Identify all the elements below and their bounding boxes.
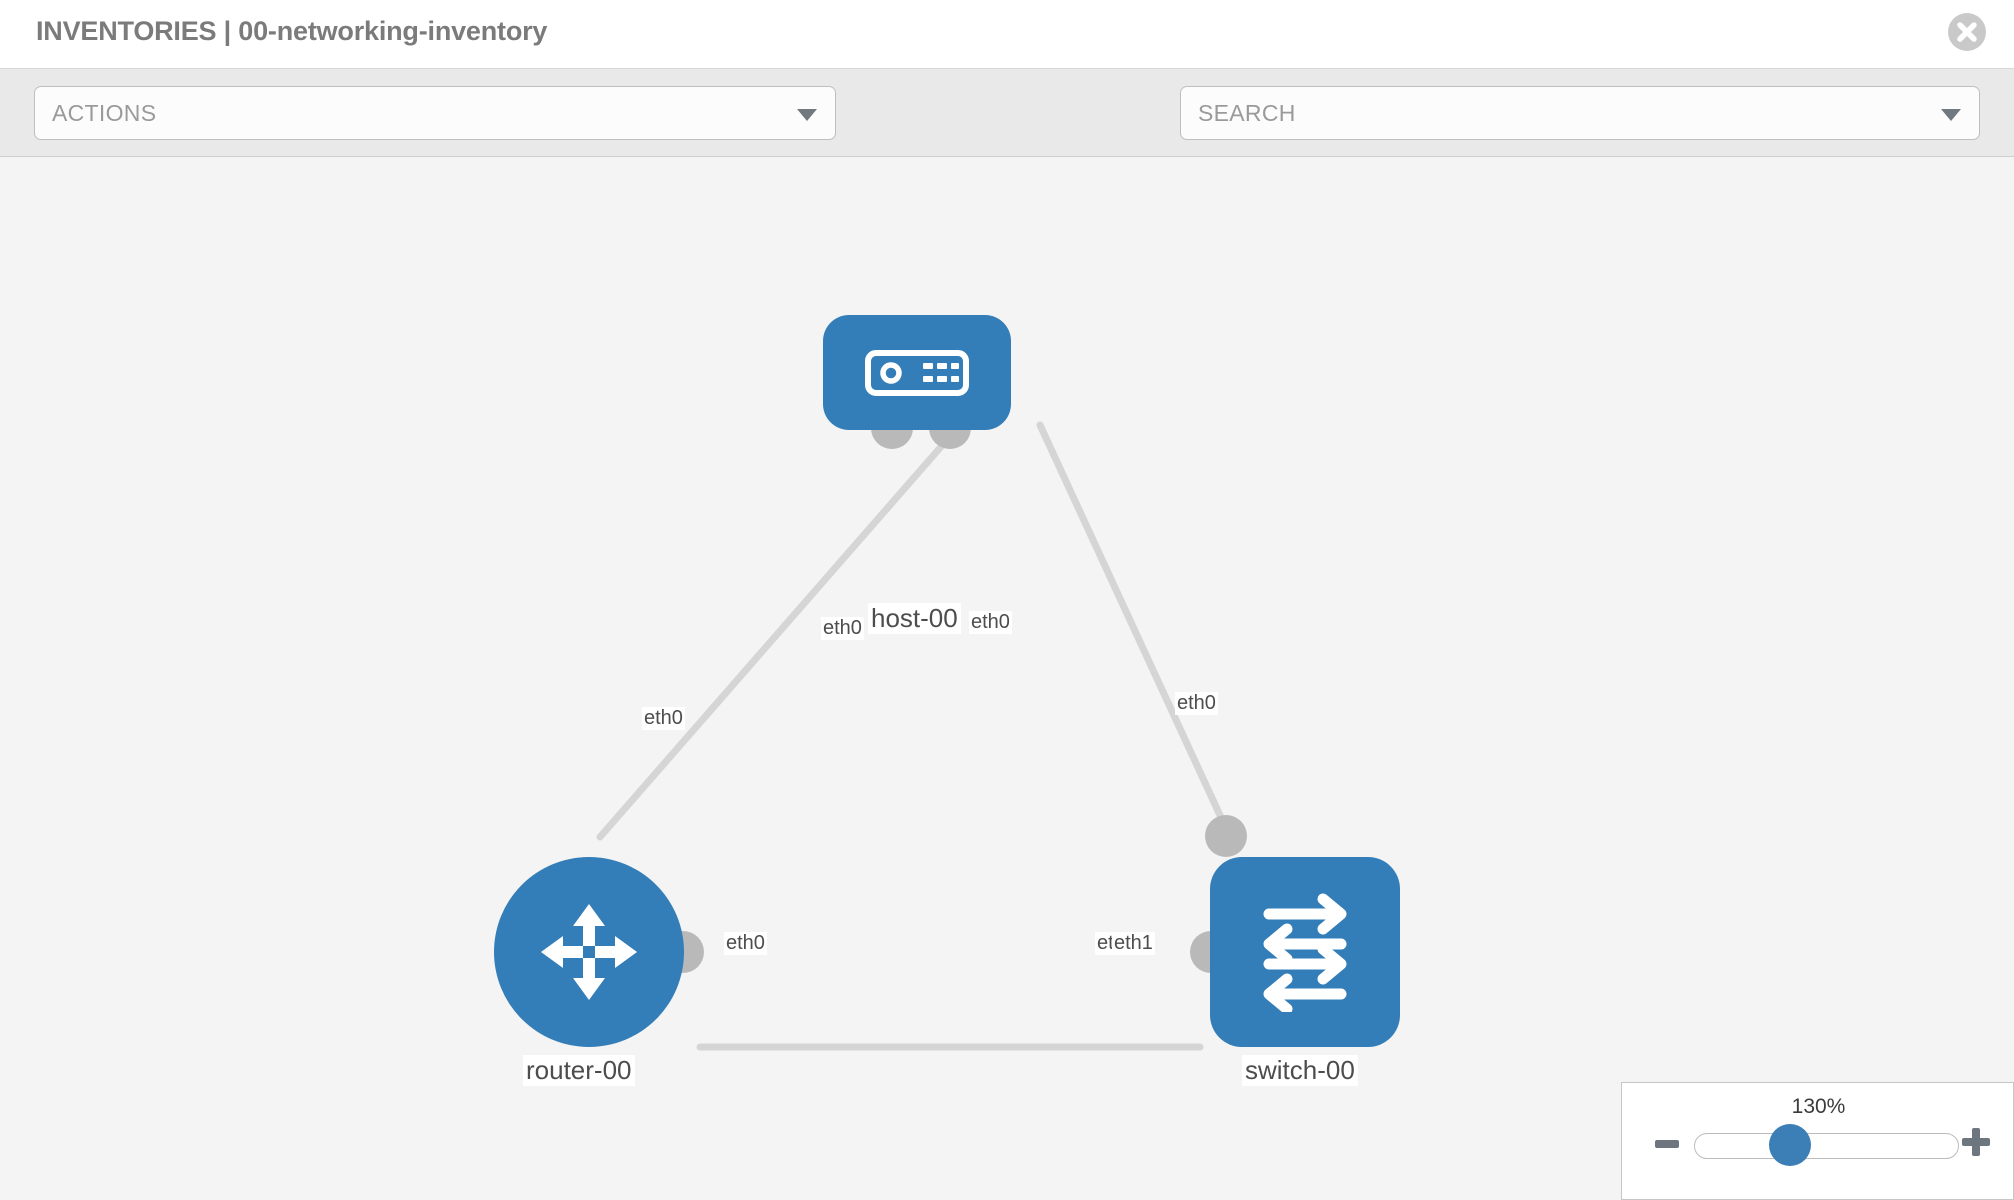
topology-canvas[interactable]: host-00 eth0 eth0 router-00 eth0 eth0 — [0, 157, 2014, 1200]
node-router-label: router-00 — [523, 1055, 635, 1086]
topology-links — [596, 421, 1234, 1051]
chevron-down-icon — [1941, 109, 1961, 121]
zoom-out-button[interactable] — [1654, 1129, 1680, 1159]
link-host-switch — [1036, 421, 1234, 841]
link-host-router — [596, 421, 964, 841]
zoom-slider-thumb[interactable] — [1769, 1124, 1811, 1166]
iface-router-right: eth0 — [724, 932, 767, 955]
switch-arrows-icon — [1263, 893, 1347, 1012]
close-icon[interactable] — [1948, 13, 1986, 51]
server-icon — [865, 349, 969, 396]
zoom-in-button[interactable] — [1961, 1125, 1991, 1159]
iface-switch-upper: eth0 — [1175, 692, 1218, 715]
iface-host-left: eth0 — [821, 617, 864, 640]
actions-dropdown-label: ACTIONS — [52, 100, 157, 126]
plus-icon — [1962, 1128, 1990, 1156]
node-host-shape[interactable] — [823, 315, 1011, 430]
node-host-00[interactable]: host-00 eth0 eth0 — [821, 315, 1012, 640]
search-placeholder: SEARCH — [1198, 100, 1296, 126]
zoom-control-panel: 130% — [1621, 1082, 2014, 1200]
node-router-00[interactable]: router-00 eth0 eth0 — [494, 707, 767, 1086]
node-host-label: host-00 — [868, 603, 961, 634]
node-switch-shape[interactable] — [1210, 857, 1400, 1047]
zoom-percent-label: 130% — [1791, 1095, 1846, 1118]
minus-icon — [1655, 1140, 1679, 1148]
toolbar: ACTIONS SEARCH — [0, 69, 2014, 199]
actions-dropdown[interactable]: ACTIONS — [34, 86, 836, 140]
router-arrows-icon — [541, 904, 637, 1000]
iface-host-right: eth0 — [969, 611, 1012, 634]
page-header: INVENTORIES | 00-networking-inventory — [0, 0, 2014, 69]
node-router-shape[interactable] — [494, 857, 684, 1047]
iface-switch-left: eth1 — [1112, 932, 1155, 955]
page-title: INVENTORIES | 00-networking-inventory — [36, 16, 548, 46]
node-switch-label: switch-00 — [1242, 1055, 1358, 1086]
close-glyph — [1957, 22, 1977, 42]
chevron-down-icon — [797, 109, 817, 121]
node-switch-00[interactable]: switch-00 eth0 etl eth1 — [1095, 692, 1400, 1086]
search-input[interactable]: SEARCH — [1180, 86, 1980, 140]
stub-switch-top — [1205, 815, 1247, 857]
zoom-slider-track[interactable] — [1694, 1133, 1959, 1159]
iface-router-upper: eth0 — [642, 707, 685, 730]
